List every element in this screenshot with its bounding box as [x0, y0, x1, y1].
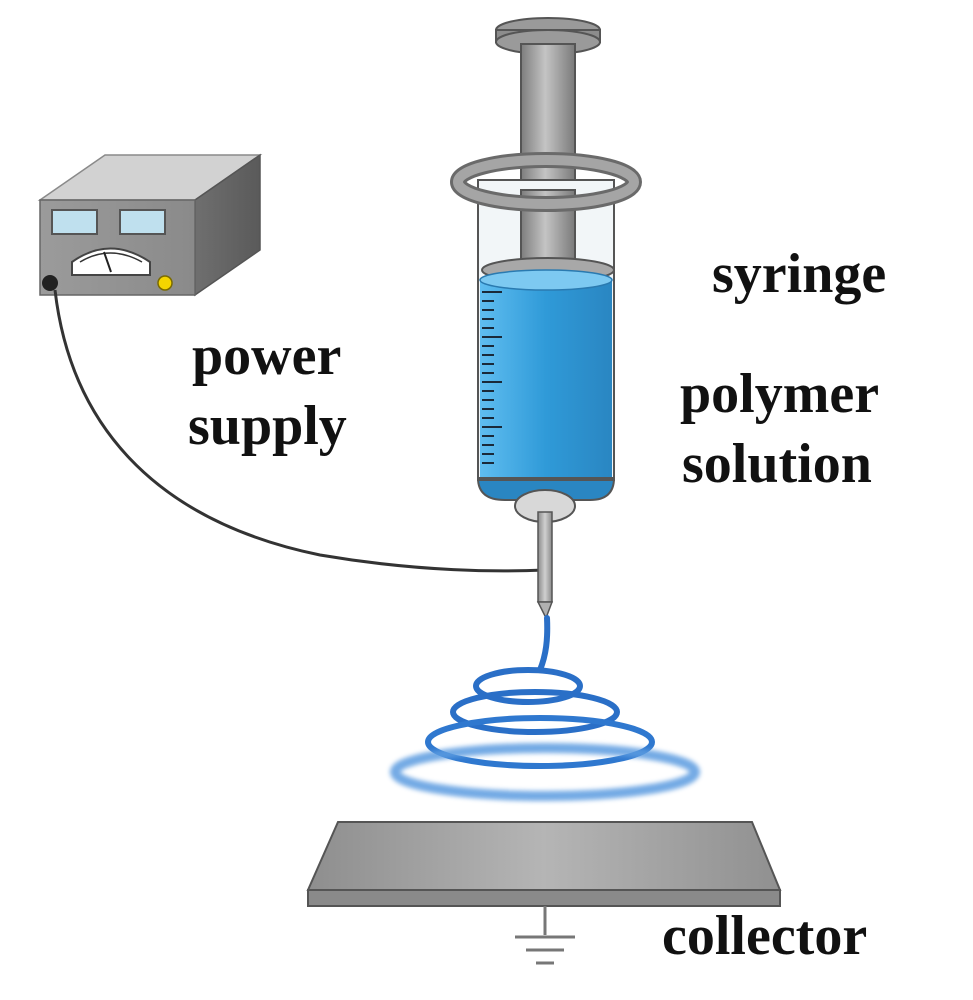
syringe-icon [450, 17, 642, 620]
polymer-jet [390, 615, 700, 801]
label-collector: collector [662, 905, 868, 967]
label-solution: solution [682, 433, 872, 495]
label-polymer: polymer [680, 363, 880, 425]
power-supply-icon [37, 153, 263, 297]
label-syringe: syringe [712, 243, 887, 305]
label-power: power [192, 325, 342, 387]
wire [53, 289, 546, 573]
collector-plate [306, 821, 782, 907]
ground-icon [515, 906, 575, 965]
graduation-marks [482, 291, 502, 464]
label-supply: supply [188, 395, 347, 457]
